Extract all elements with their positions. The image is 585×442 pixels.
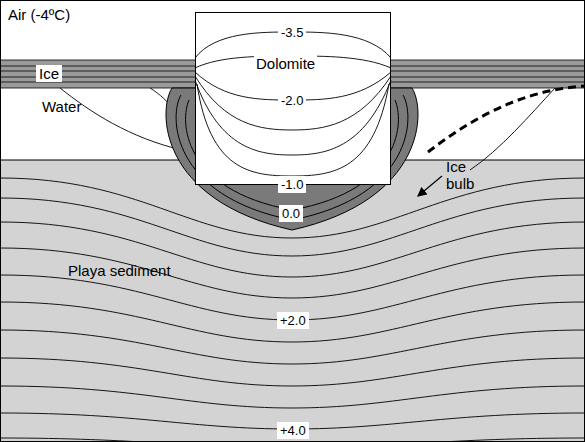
sediment-isotherms [0, 178, 585, 442]
isotherm-value: -3.5 [278, 24, 306, 41]
ice-layer-line [391, 71, 585, 72]
isotherm-value: -1.0 [278, 176, 306, 193]
ice-layer-line [391, 77, 585, 78]
ice-layer-line [0, 77, 195, 78]
water-label: Water [42, 98, 81, 115]
isotherm-value: +4.0 [277, 422, 309, 439]
ice-layer-line [391, 66, 585, 67]
isotherm [0, 386, 585, 408]
air-label: Air (-4ºC) [8, 6, 70, 23]
sediment-label: Playa sediment [68, 262, 171, 279]
ice-layer-line [0, 66, 195, 67]
ice-layer-line [0, 88, 195, 89]
ice-layer-line [0, 60, 195, 61]
ice-band [0, 60, 195, 88]
leader-arrow [418, 176, 442, 196]
isotherm-value: -2.0 [278, 92, 306, 109]
isotherm [195, 76, 391, 130]
dolomite-isotherms [195, 32, 391, 176]
isotherm [0, 330, 585, 364]
dashed-boundary [428, 86, 585, 152]
ice-band [391, 60, 585, 88]
ice-label: Ice [36, 65, 62, 82]
dolomite-fill [195, 12, 391, 185]
isotherm [0, 358, 585, 386]
isotherm [470, 88, 555, 170]
isotherm [197, 84, 389, 176]
ice-layer-line [391, 60, 585, 61]
isotherm [0, 248, 585, 298]
ice-bulb-label: Ice bulb [446, 158, 490, 192]
ice-layer-line [0, 82, 195, 83]
ice-layer-line [0, 71, 195, 72]
isotherm-value: 0.0 [279, 205, 303, 222]
ice-layer-line [391, 82, 585, 83]
isotherm-value: +2.0 [277, 312, 309, 329]
block-name: Dolomite [254, 55, 317, 72]
isotherm [60, 88, 182, 150]
isotherm [195, 80, 391, 155]
isotherm [0, 302, 585, 342]
